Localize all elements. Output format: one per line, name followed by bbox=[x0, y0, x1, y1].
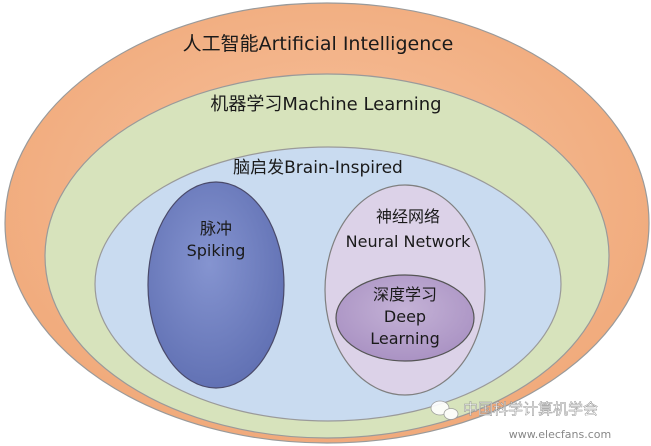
watermark-url: www.elecfans.com bbox=[509, 428, 611, 441]
deep-learning-label-en-line2: Learning bbox=[370, 329, 439, 348]
brain-inspired-label: 脑启发Brain-Inspired bbox=[233, 158, 403, 178]
spiking-label-cn: 脉冲 bbox=[200, 219, 232, 238]
spiking-ellipse bbox=[147, 181, 285, 389]
deep-learning-ellipse bbox=[335, 274, 475, 362]
deep-learning-label-cn: 深度学习 bbox=[373, 285, 437, 304]
neural-network-label-en: Neural Network bbox=[346, 232, 471, 251]
ml-label: 机器学习Machine Learning bbox=[210, 94, 441, 115]
wechat-icon bbox=[430, 400, 459, 420]
neural-network-label-cn: 神经网络 bbox=[376, 207, 440, 226]
deep-learning-label-en-line1: Deep bbox=[384, 307, 426, 326]
watermark-text: 中国科学计算机学会 bbox=[463, 400, 598, 418]
spiking-label-en: Spiking bbox=[187, 241, 246, 260]
watermark: 中国科学计算机学会 www.elecfans.com bbox=[430, 400, 611, 441]
ai-label: 人工智能Artificial Intelligence bbox=[183, 33, 454, 55]
